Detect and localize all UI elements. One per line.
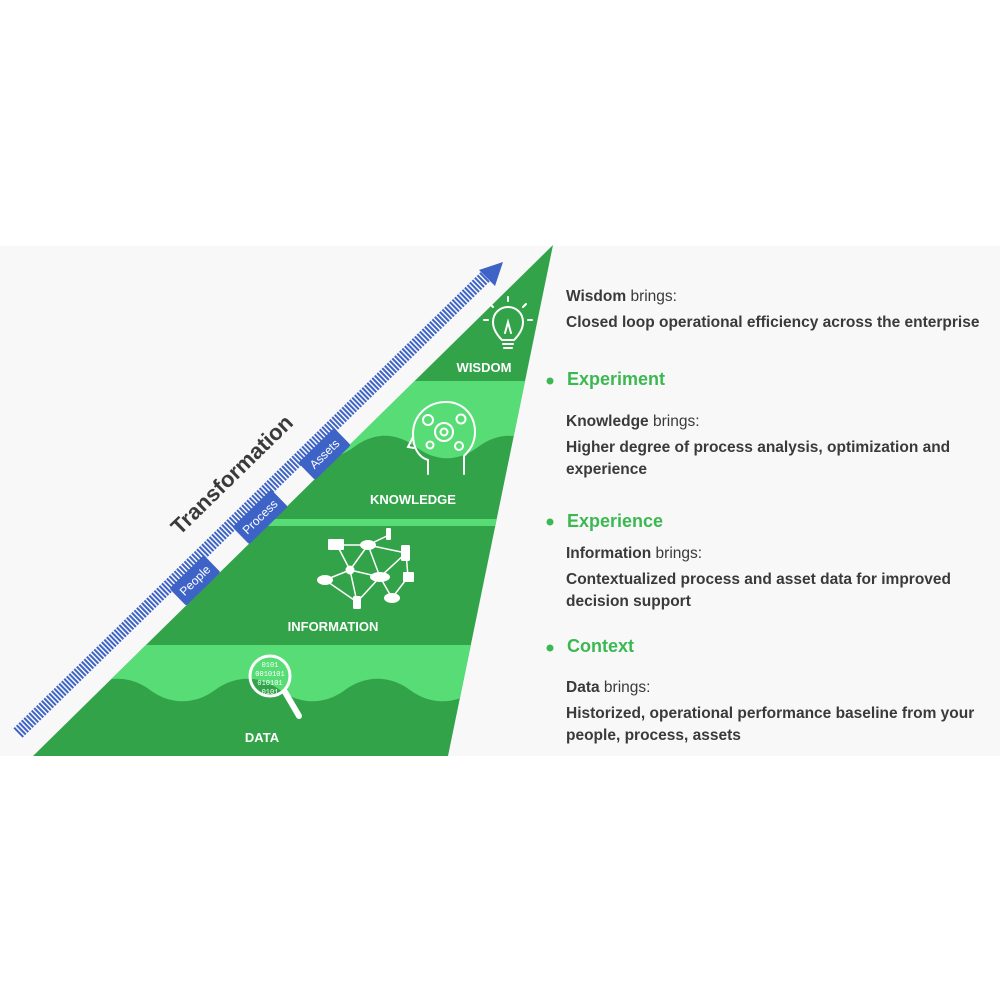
information-separator	[33, 519, 553, 526]
data-lead: Data brings:	[566, 679, 651, 696]
data-description: Data brings: Historized, operational per…	[566, 677, 974, 747]
stage-dot-context	[546, 644, 554, 652]
information-description: Information brings: Contextualized proce…	[566, 543, 951, 613]
tag-process-box	[233, 490, 288, 544]
arrow-shaft	[13, 271, 491, 738]
network-nodes	[317, 528, 414, 609]
binary-line-2: 0010101	[255, 671, 284, 679]
stage-experiment: Experiment	[567, 369, 666, 389]
level-label-information: INFORMATION	[288, 619, 379, 634]
tag-assets-box	[299, 428, 351, 480]
wisdom-description: Wisdom brings: Closed loop operational e…	[566, 286, 979, 334]
information-body-line-2: decision support	[566, 593, 691, 610]
arrow-head	[479, 262, 503, 286]
data-body-line-2: people, process, assets	[566, 727, 741, 744]
level-label-wisdom: WISDOM	[457, 360, 512, 375]
stage-dot-experiment	[546, 377, 554, 385]
magnifier-binary-icon: 0101 0010101 010101 0101	[248, 654, 302, 719]
lightbulb-icon	[483, 296, 533, 349]
stage-experience: Experience	[567, 511, 664, 531]
wisdom-lead: Wisdom brings:	[566, 288, 677, 305]
knowledge-body-line-2: experience	[566, 461, 647, 478]
head-gears-icon	[406, 400, 477, 475]
level-label-knowledge: KNOWLEDGE	[370, 492, 456, 507]
level-label-data: DATA	[245, 730, 280, 745]
information-body-line-1: Contextualized process and asset data fo…	[566, 571, 952, 588]
stage-dot-experience	[546, 518, 554, 526]
information-lead: Information brings:	[566, 545, 703, 562]
binary-line-1: 0101	[262, 662, 279, 670]
stage-context: Context	[567, 636, 634, 656]
knowledge-description: Knowledge brings: Higher degree of proce…	[566, 411, 950, 481]
data-band	[33, 645, 553, 702]
knowledge-body-line-1: Higher degree of process analysis, optim…	[566, 439, 951, 456]
wisdom-body-line-1: Closed loop operational efficiency acros…	[566, 314, 980, 331]
binary-line-4: 0101	[262, 689, 279, 697]
knowledge-lead: Knowledge brings:	[566, 413, 700, 430]
tag-people-box	[170, 555, 220, 605]
data-body-line-1: Historized, operational performance base…	[566, 705, 975, 722]
pyramid	[33, 245, 553, 756]
binary-line-3: 010101	[257, 680, 282, 688]
